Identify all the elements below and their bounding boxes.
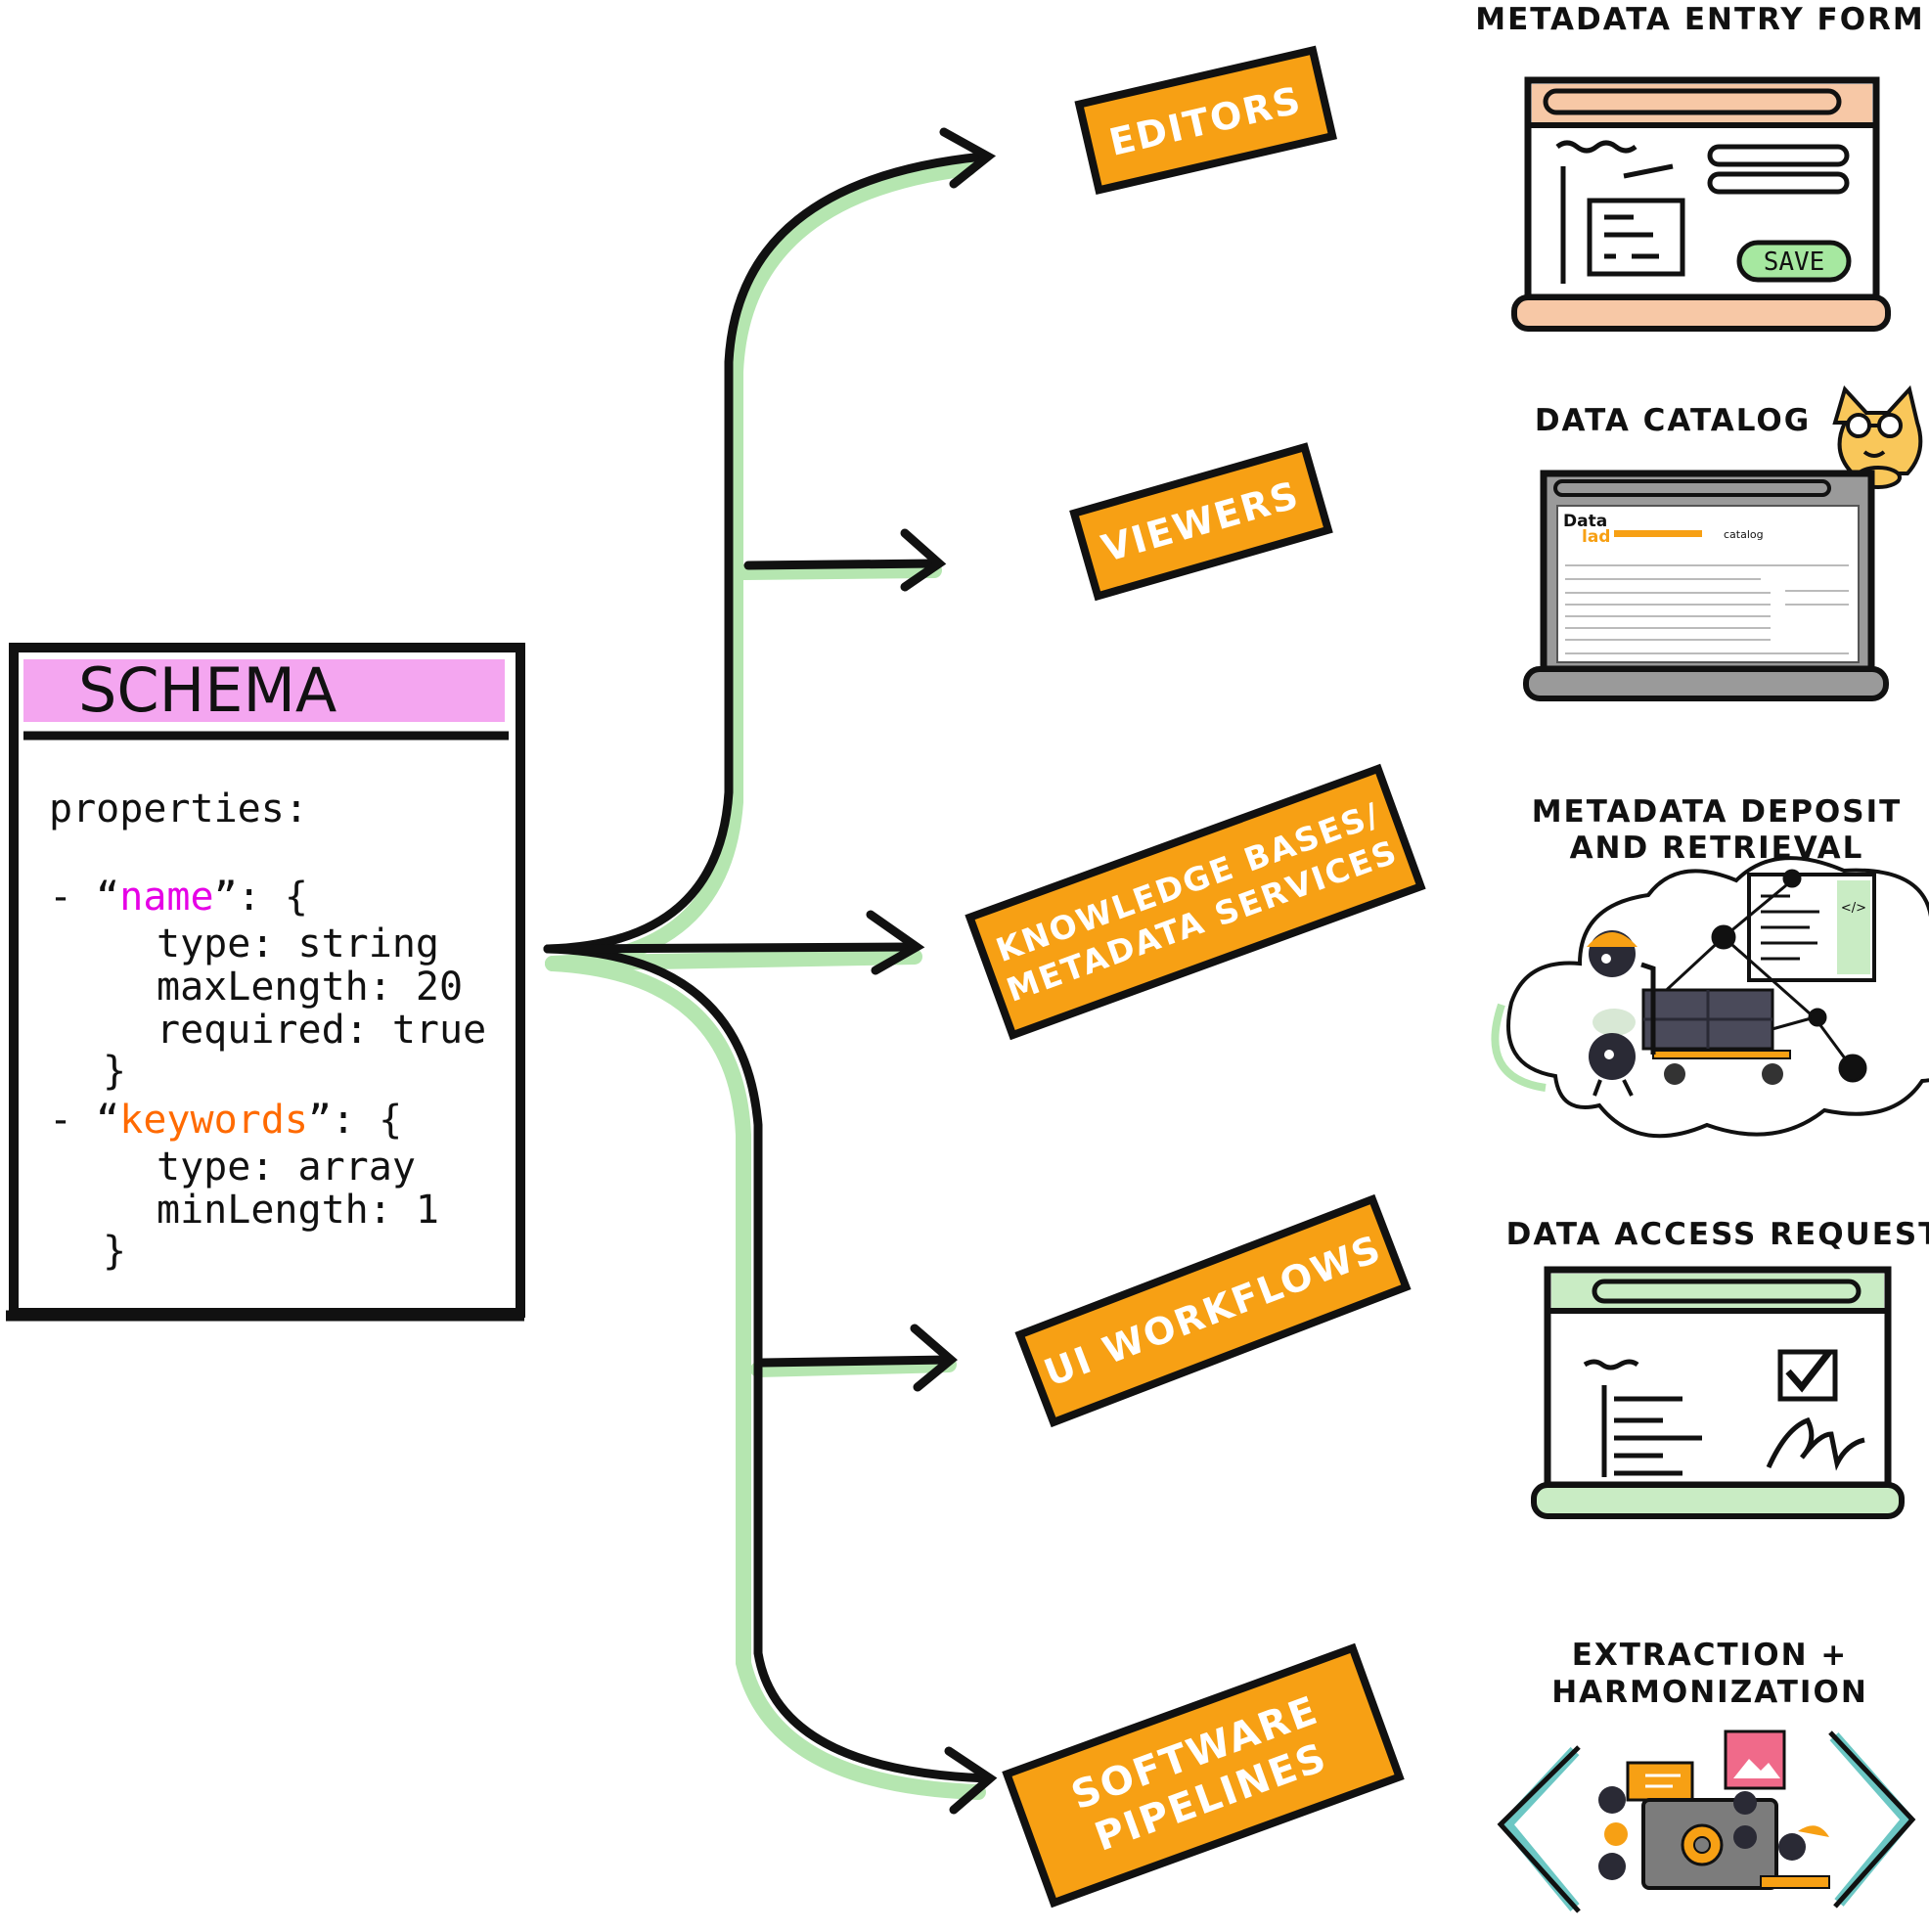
illustration-access-request: DATA ACCESS REQUEST (1506, 1217, 1929, 1519)
arrowhead-viewers-icon (900, 528, 947, 592)
extraction-title-line1: EXTRACTION + (1572, 1638, 1849, 1673)
schema-keywords-close: } (103, 1229, 126, 1274)
schema-title: SCHEMA (78, 654, 336, 726)
catalog-logo-bottom: lad (1582, 527, 1610, 547)
box-knowledge-bases: KNOWLEDGE BASES/ METADATA SERVICES (964, 763, 1426, 1041)
schema-header-band (23, 659, 505, 722)
box-ui-workflows: UI WORKFLOWS (1014, 1193, 1412, 1428)
entry-form-title: METADATA ENTRY FORM (1475, 2, 1925, 37)
checkmark-icon (1785, 1349, 1832, 1393)
worker-icon (1598, 1786, 1829, 1880)
schema-name-suffix: ”: { (214, 875, 308, 920)
schema-card: SCHEMA properties: - “name”: { type: str… (6, 643, 525, 1322)
left-bracket-icon (1499, 1746, 1580, 1911)
schema-name-key: name (119, 875, 213, 920)
arrowhead-software-icon (944, 1746, 998, 1815)
schema-keywords-minlength: minLength: 1 (157, 1188, 439, 1233)
deposit-code-tag: </> (1841, 901, 1866, 916)
signature-icon (1766, 1416, 1865, 1471)
schema-keywords-type: type: array (157, 1145, 416, 1190)
illustration-entry-form: METADATA ENTRY FORM SAVE (1475, 2, 1925, 332)
arrowhead-ui-icon (910, 1324, 958, 1392)
cat-mascot-icon (1832, 384, 1923, 489)
illustration-extraction: EXTRACTION + HARMONIZATION (1497, 1638, 1916, 1913)
box-software-pipelines: SOFTWARE PIPELINES (1002, 1642, 1405, 1909)
image-card-icon (1724, 1730, 1786, 1790)
save-button-label: SAVE (1764, 247, 1825, 277)
character-icon (1587, 930, 1637, 1097)
illustration-deposit: METADATA DEPOSIT AND RETRIEVAL </> (1491, 794, 1929, 1139)
schema-keywords-line: - “keywords”: { (49, 1098, 402, 1143)
illustration-catalog: DATA CATALOG Data lad catalog (1523, 384, 1923, 701)
arrowhead-kb-icon (866, 910, 925, 975)
catalog-logo-top: Data (1563, 512, 1607, 531)
schema-properties-label: properties: (49, 786, 308, 831)
deposit-title-line1: METADATA DEPOSIT (1532, 794, 1903, 830)
schema-name-type: type: string (157, 921, 439, 966)
schema-name-close: } (103, 1049, 126, 1094)
schema-name-required: required: true (157, 1008, 486, 1053)
catalog-word: catalog (1724, 528, 1764, 541)
schema-name-maxlength: maxLength: 20 (157, 965, 463, 1010)
access-title: DATA ACCESS REQUEST (1506, 1217, 1929, 1252)
schema-name-line: - “name”: { (49, 875, 308, 920)
catalog-title: DATA CATALOG (1535, 403, 1811, 438)
schema-keywords-key: keywords (119, 1098, 308, 1143)
branch-tree (543, 127, 998, 1815)
arrowhead-editors-icon (939, 127, 997, 189)
schema-name-prefix: - “ (49, 875, 119, 920)
schema-keywords-suffix: ”: { (308, 1098, 402, 1143)
save-button (1736, 240, 1852, 283)
box-viewers: VIEWERS (1069, 442, 1333, 602)
right-bracket-icon (1829, 1732, 1915, 1907)
schema-keywords-prefix: - “ (49, 1098, 119, 1143)
extraction-title-line2: HARMONIZATION (1551, 1675, 1868, 1710)
box-editors: EDITORS (1074, 45, 1337, 196)
